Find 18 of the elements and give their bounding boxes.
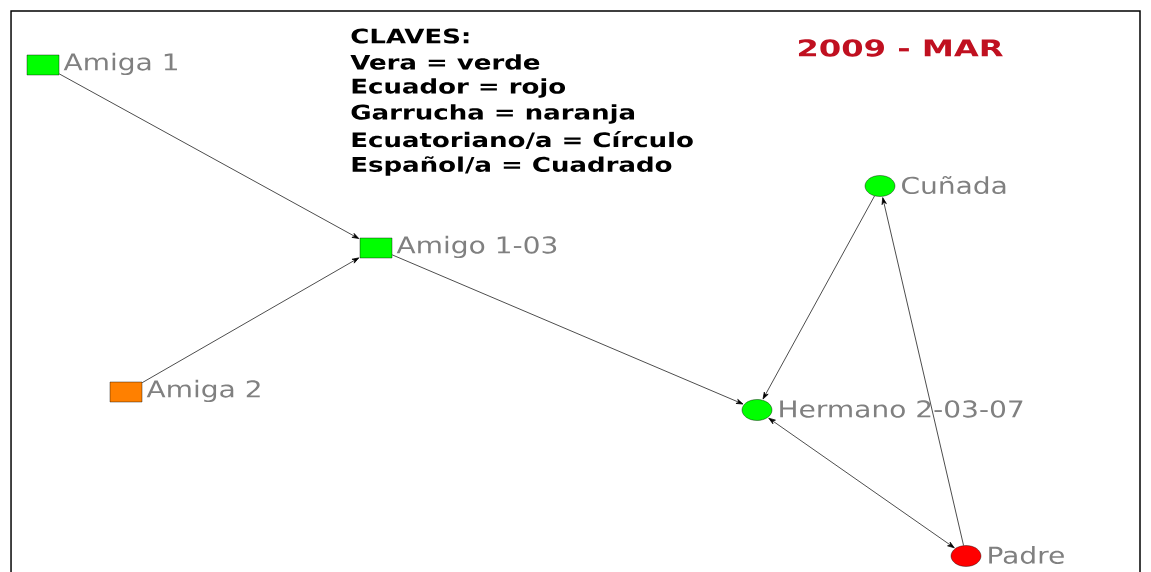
arrow [762, 195, 875, 400]
node-label: Cuñada [902, 175, 1006, 195]
arrow [391, 254, 744, 405]
title: 2009 - MAR [798, 39, 1003, 57]
arrow [768, 417, 955, 549]
key-text: Ecuador = rojo [352, 78, 566, 98]
key-text: CLAVES: [351, 28, 469, 44]
arrow [881, 197, 964, 546]
arrow [58, 73, 360, 239]
key-text: Garrucha = naranja [351, 104, 635, 124]
node-label: Amiga 2 [146, 379, 260, 403]
key-text: Español/a = Cuadrado [352, 156, 672, 176]
node-label: Amiga 1 [63, 52, 177, 76]
node-label: Padre [989, 546, 1064, 564]
key-text: Ecuatoriano/a = Círculo [352, 131, 693, 149]
node-label: Amigo 1-03 [396, 235, 557, 259]
arrow [141, 257, 360, 383]
key-text: Vera = verde [350, 54, 540, 70]
